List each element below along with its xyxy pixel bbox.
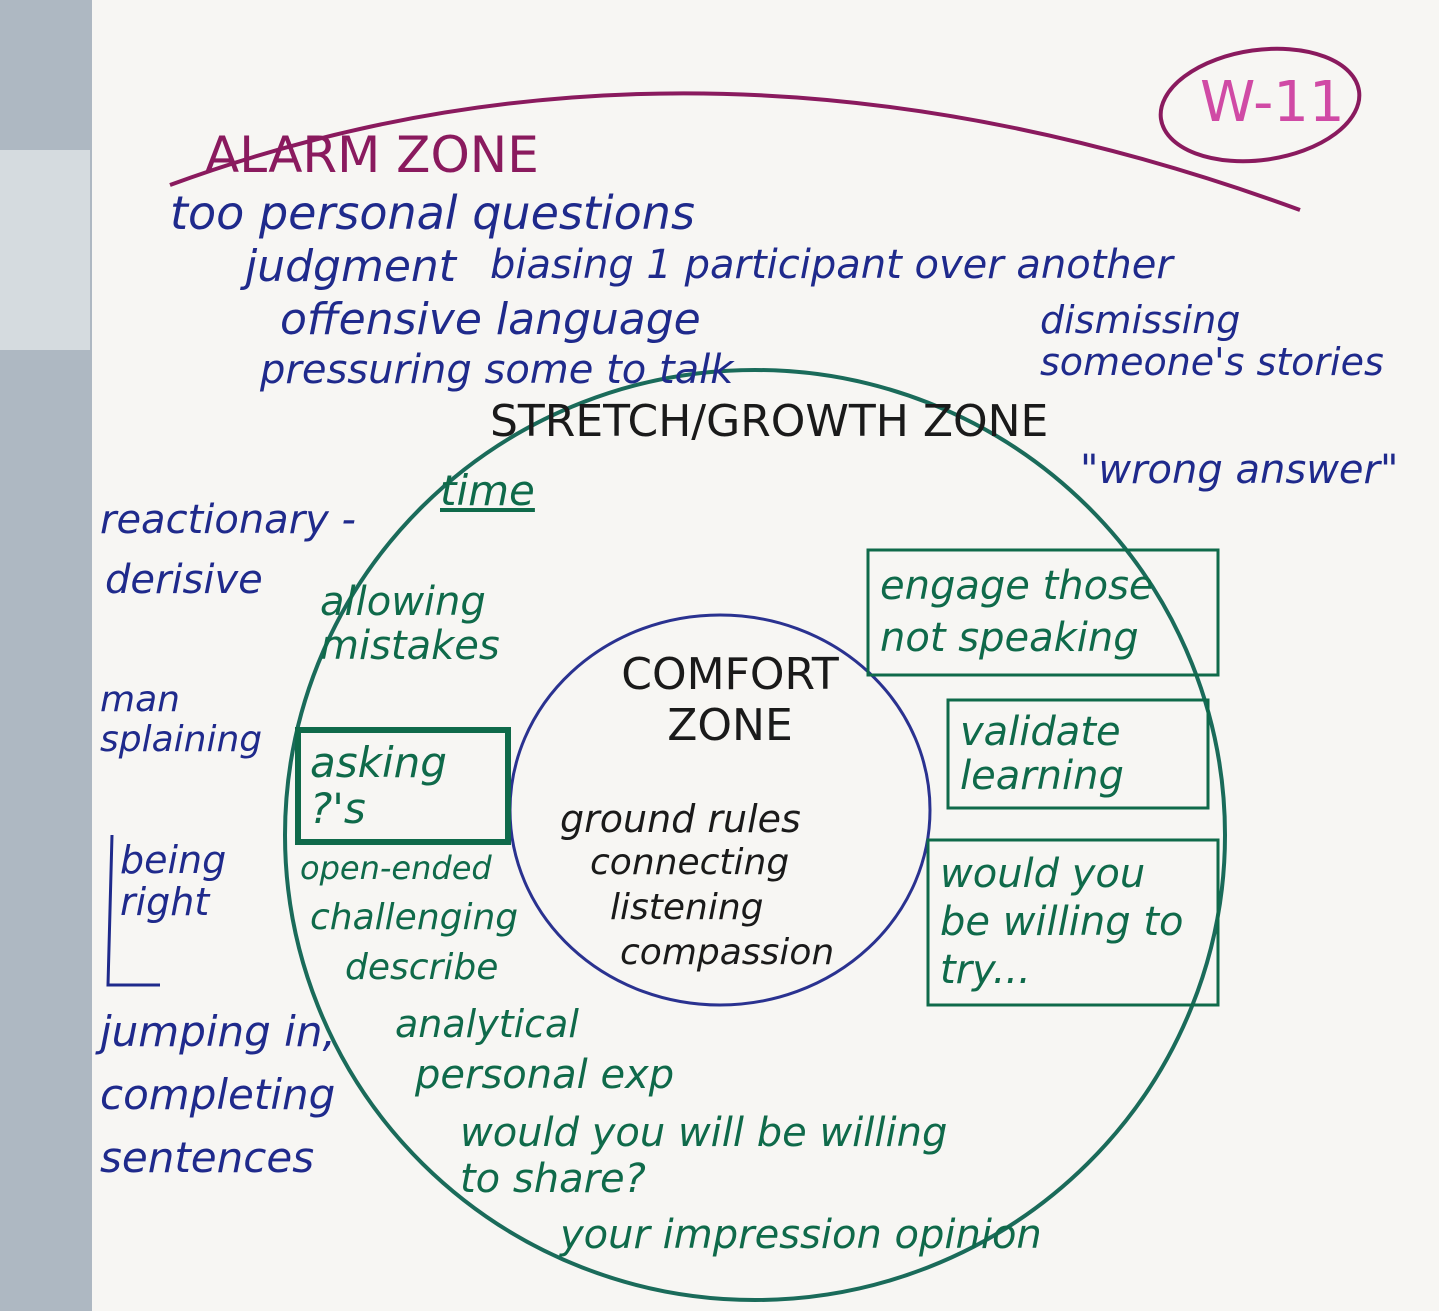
alarm-item: biasing 1 participant over another	[490, 242, 1173, 288]
tag-label: W-11	[1200, 70, 1345, 135]
stretch-item: engage those not speaking	[880, 563, 1154, 661]
flipchart-paper	[92, 0, 1439, 1311]
alarm-item: offensive language	[280, 294, 701, 345]
alarm-item: reactionary -	[100, 497, 356, 543]
alarm-item: being right	[120, 838, 227, 924]
engage-box	[866, 548, 1220, 677]
stretch-zone-title: STRETCH/GROWTH ZONE	[490, 396, 1049, 447]
alarm-item: too personal questions	[170, 186, 695, 240]
stretch-item: asking ?'s	[310, 738, 447, 834]
stretch-item: personal exp	[415, 1052, 675, 1098]
stretch-item: time	[440, 466, 535, 515]
validate-box	[946, 698, 1210, 810]
comfort-zone-title: COMFORT ZONE	[621, 649, 839, 751]
tag-circle	[1158, 46, 1362, 164]
alarm-arc	[169, 91, 1301, 212]
stretch-item: analytical	[395, 1002, 579, 1046]
stretch-zone-circle	[283, 368, 1227, 1302]
stretch-item: would you be willing to try...	[940, 851, 1184, 993]
stretch-item: challenging	[310, 897, 519, 938]
alarm-item: derisive	[105, 557, 263, 603]
alarm-item: man splaining	[100, 679, 263, 760]
alarm-zone-title: ALARM ZONE	[205, 126, 539, 184]
being-right-bracket	[106, 834, 160, 987]
stretch-item: would you will be willing to share?	[460, 1110, 948, 1202]
alarm-item: judgment	[245, 241, 457, 292]
stretch-item: open-ended	[300, 849, 492, 887]
alarm-item: "wrong answer"	[1080, 447, 1399, 493]
alarm-item: dismissing someone's stories	[1040, 298, 1384, 384]
comfort-item: listening	[610, 887, 764, 928]
try-box	[926, 838, 1220, 1007]
stretch-item: validate learning	[960, 709, 1124, 799]
stretch-item: your impression opinion	[560, 1212, 1042, 1258]
comfort-item: ground rules	[560, 797, 801, 841]
comfort-item: connecting	[590, 842, 790, 883]
stretch-item: describe	[345, 947, 499, 988]
stretch-item: allowing mistakes	[320, 579, 500, 669]
comfort-item: compassion	[620, 932, 835, 973]
asking-box	[295, 727, 511, 845]
alarm-item: pressuring some to talk	[260, 347, 734, 393]
alarm-item: jumping in, completing sentences	[100, 1007, 336, 1182]
tape	[0, 150, 90, 350]
